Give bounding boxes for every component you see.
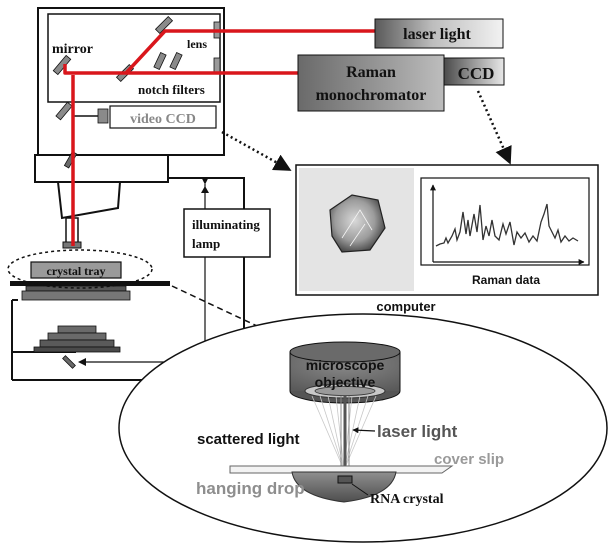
laser-light-inset-label: laser light — [377, 422, 458, 441]
raman-label-line2: monochromator — [316, 87, 427, 104]
crystal-tray-label: crystal tray — [47, 264, 106, 278]
hanging-drop — [291, 471, 397, 503]
optics-inner-panel — [47, 13, 221, 103]
inset-ellipse — [118, 313, 608, 543]
tray-highlight-ellipse — [7, 249, 153, 289]
laser-path — [63, 29, 375, 246]
stage-plate — [10, 281, 170, 286]
microscope-body — [11, 7, 245, 381]
crystal-tray — [30, 261, 122, 279]
illuminating-lamp-box — [183, 208, 271, 258]
rna-crystal-pointer — [351, 483, 369, 496]
objective-label-line1: microscope — [306, 357, 385, 373]
ccd-box — [443, 57, 505, 86]
base-mirror — [62, 355, 76, 369]
hanging-drop-label: hanging drop — [196, 479, 305, 498]
laser-light-label: laser light — [403, 26, 471, 43]
raman-label-line1: Raman — [346, 64, 396, 81]
lens-label: lens — [187, 37, 207, 51]
video-ccd-connector — [97, 108, 109, 124]
cover-slip — [229, 465, 454, 474]
scattered-light-label: scattered light — [197, 431, 300, 448]
video-mirror — [55, 101, 73, 121]
rna-crystal-label: RNA crystal — [370, 492, 444, 507]
notch-filter-1 — [153, 51, 167, 71]
rna-crystal — [337, 475, 353, 484]
inset-detail: microscope objective scattered light las… — [118, 313, 608, 543]
cover-slip-label: cover slip — [434, 451, 504, 468]
video-to-computer-arrow — [221, 130, 292, 172]
objective-top — [289, 341, 401, 363]
nosepiece — [56, 181, 122, 220]
microscope-head — [34, 154, 169, 183]
notch-filter-2 — [169, 51, 183, 71]
computer-label: computer — [376, 299, 435, 314]
illuminating-label-line1: illuminating — [192, 217, 260, 232]
objective-label-line2: objective — [315, 374, 376, 390]
ccd-to-computer-arrow — [476, 90, 512, 165]
raman-data-box — [420, 177, 590, 266]
raman-monochromator-box — [297, 54, 445, 112]
sample-stage: crystal tray — [7, 249, 170, 353]
mirror-1 — [154, 15, 174, 35]
focus-stack — [57, 325, 97, 334]
laser-light-box — [374, 18, 504, 49]
raman-data-label: Raman data — [472, 273, 540, 287]
optics: video CCD — [52, 15, 221, 169]
laser-light-pointer — [352, 427, 376, 434]
video-ccd-box — [109, 105, 217, 129]
raman-spectrum — [435, 203, 579, 247]
mirror-label: mirror — [52, 42, 93, 57]
notch-filters-label: notch filters — [138, 82, 205, 97]
computer-panel: Raman data — [295, 164, 599, 296]
crystal-image-shape — [329, 194, 386, 253]
illuminating-label-line2: lamp — [192, 236, 220, 251]
video-ccd-label: video CCD — [130, 112, 196, 127]
ccd-label: CCD — [458, 64, 495, 83]
